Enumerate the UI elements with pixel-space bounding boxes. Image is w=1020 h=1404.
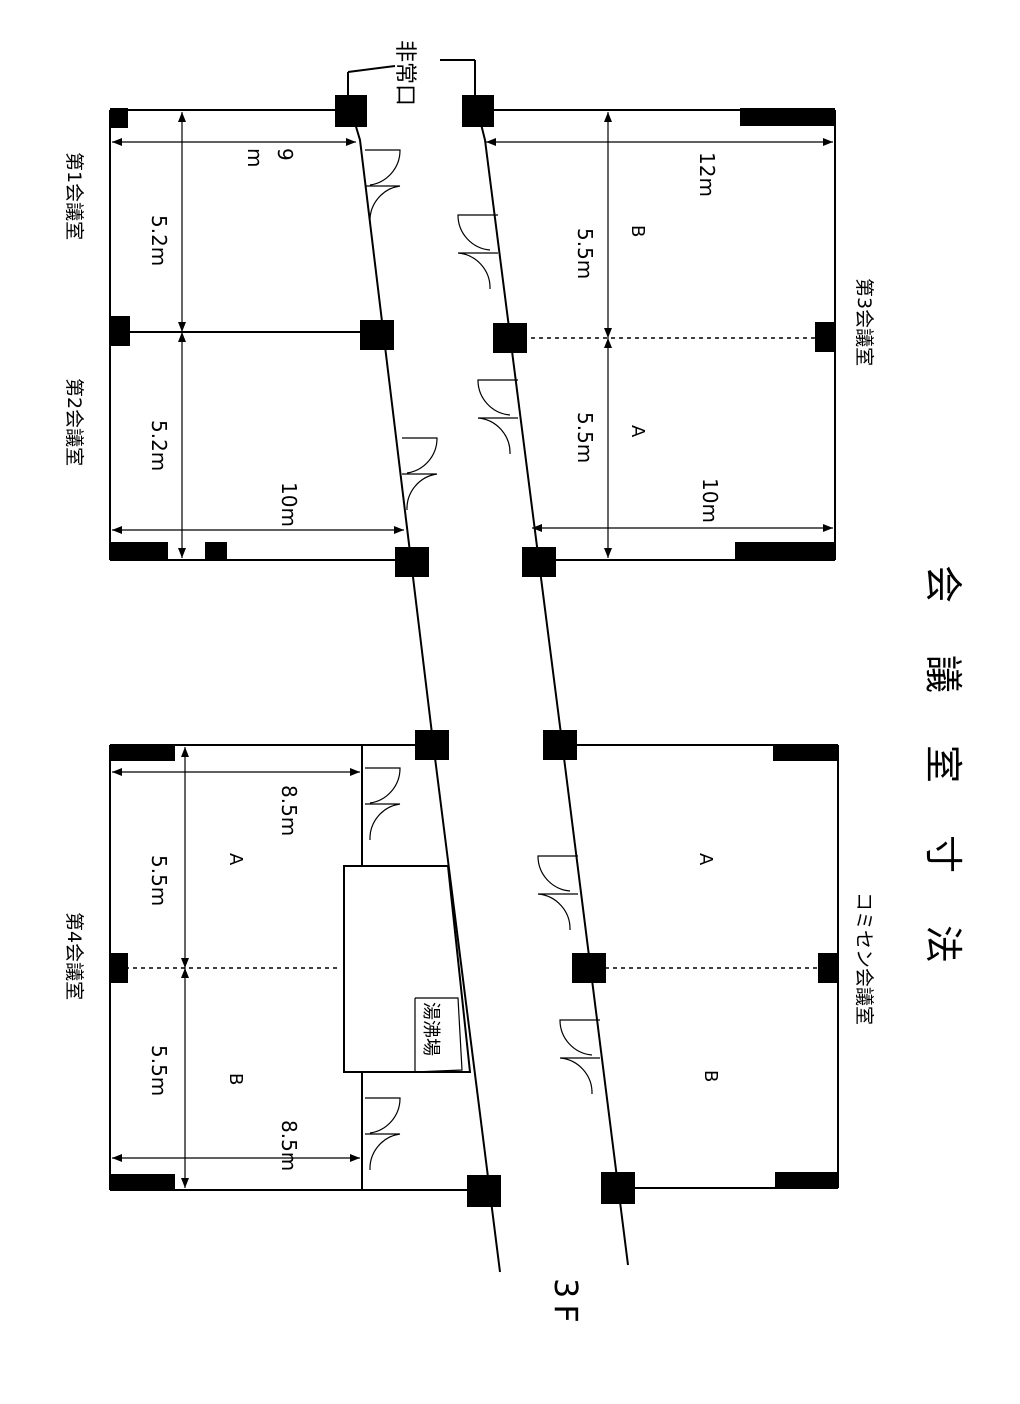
room4-a-label: A [225, 853, 246, 866]
room2-name: 第2会議室 [63, 378, 85, 466]
floor-label: 3F [547, 1278, 585, 1329]
room2-depth-label: 5.2m [147, 420, 171, 471]
labels: 会議室寸法 3F 非常口 第1会議室 第2会議室 第3会議室 第4会議室 コミセ… [63, 40, 965, 1329]
room1-depth-label: 5.2m [147, 215, 171, 266]
door-icon [402, 437, 438, 511]
boiler-room-outline [343, 865, 472, 1073]
room4-width-a-label: 8.5m [277, 785, 301, 836]
door-icon [537, 855, 578, 931]
page-title: 会議室寸法 [921, 565, 965, 1015]
corridor [347, 59, 629, 1273]
community-a-label: A [695, 853, 716, 866]
room1-width-label: 9 m [243, 148, 297, 167]
room1-width-line1: 9 [273, 148, 297, 161]
exit-top-wall-left [347, 65, 396, 73]
room4-name: 第4会議室 [63, 912, 85, 1000]
exit-label: 非常口 [392, 40, 417, 106]
room3-block [478, 109, 836, 561]
room3-width-top-label: 12m [695, 152, 719, 197]
door-icon [457, 214, 498, 290]
room4-b-label: B [225, 1073, 246, 1085]
room3-b-depth-label: 5.5m [573, 228, 597, 279]
community-name: コミセン会議室 [853, 892, 875, 1025]
door-icon [477, 379, 518, 455]
corridor-right-wall [474, 60, 629, 1266]
room3-width-bottom-label: 10m [698, 478, 722, 523]
room3-b-label: B [627, 225, 648, 237]
boiler-room-label: 湯沸場 [420, 1002, 441, 1056]
community-b-label: B [700, 1070, 721, 1082]
doors [365, 149, 600, 1171]
room3-a-label: A [627, 425, 648, 438]
room3-name: 第3会議室 [853, 278, 875, 366]
door-icon [365, 1097, 401, 1171]
columns [110, 95, 838, 1207]
room4-b-depth-label: 5.5m [147, 1045, 171, 1096]
room3-a-depth-label: 5.5m [573, 412, 597, 463]
door-icon [365, 767, 401, 841]
room4-width-b-label: 8.5m [277, 1120, 301, 1171]
corridor-left-wall [347, 72, 501, 1273]
boiler-room-sign [414, 997, 463, 1073]
door-icon [559, 1019, 600, 1095]
room1-name: 第1会議室 [63, 152, 85, 240]
door-icon [365, 149, 401, 223]
room2-width-label: 10m [277, 482, 301, 527]
room4-a-depth-label: 5.5m [147, 855, 171, 906]
room1-width-line2: m [243, 148, 267, 167]
